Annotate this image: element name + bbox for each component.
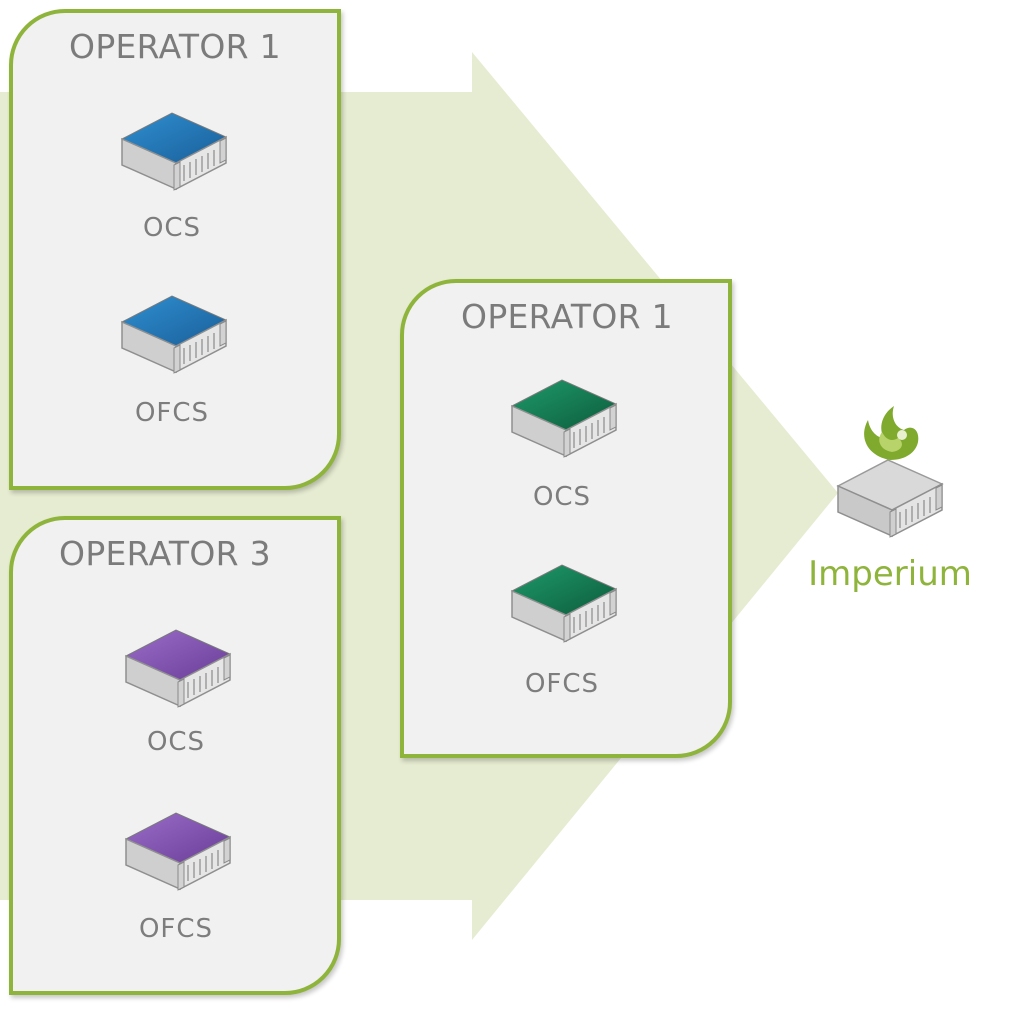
operator-title: OPERATOR 1	[461, 297, 673, 336]
server-icon	[508, 374, 620, 462]
server-icon	[118, 290, 230, 378]
server-icon	[122, 807, 234, 895]
server-label-ofcs: OFCS	[134, 398, 210, 428]
operator-box-3: OPERATOR 3 OCS OFCS	[9, 516, 341, 995]
operator-box-center: OPERATOR 1 OCS OFCS	[400, 279, 732, 758]
server-label-ofcs: OFCS	[524, 669, 600, 699]
phoenix-logo-icon	[864, 406, 919, 460]
operator-title: OPERATOR 1	[69, 27, 281, 66]
server-label-ocs: OCS	[146, 727, 206, 757]
imperium-server	[834, 402, 946, 542]
server-label-ofcs: OFCS	[138, 914, 214, 944]
imperium-label: Imperium	[808, 554, 972, 594]
operator-title: OPERATOR 3	[59, 534, 271, 573]
server-icon	[508, 559, 620, 647]
server-icon	[118, 107, 230, 195]
server-label-ocs: OCS	[532, 482, 592, 512]
operator-box-1: OPERATOR 1 OCS OFCS	[9, 9, 341, 490]
server-label-ocs: OCS	[142, 213, 202, 243]
server-icon	[122, 624, 234, 712]
